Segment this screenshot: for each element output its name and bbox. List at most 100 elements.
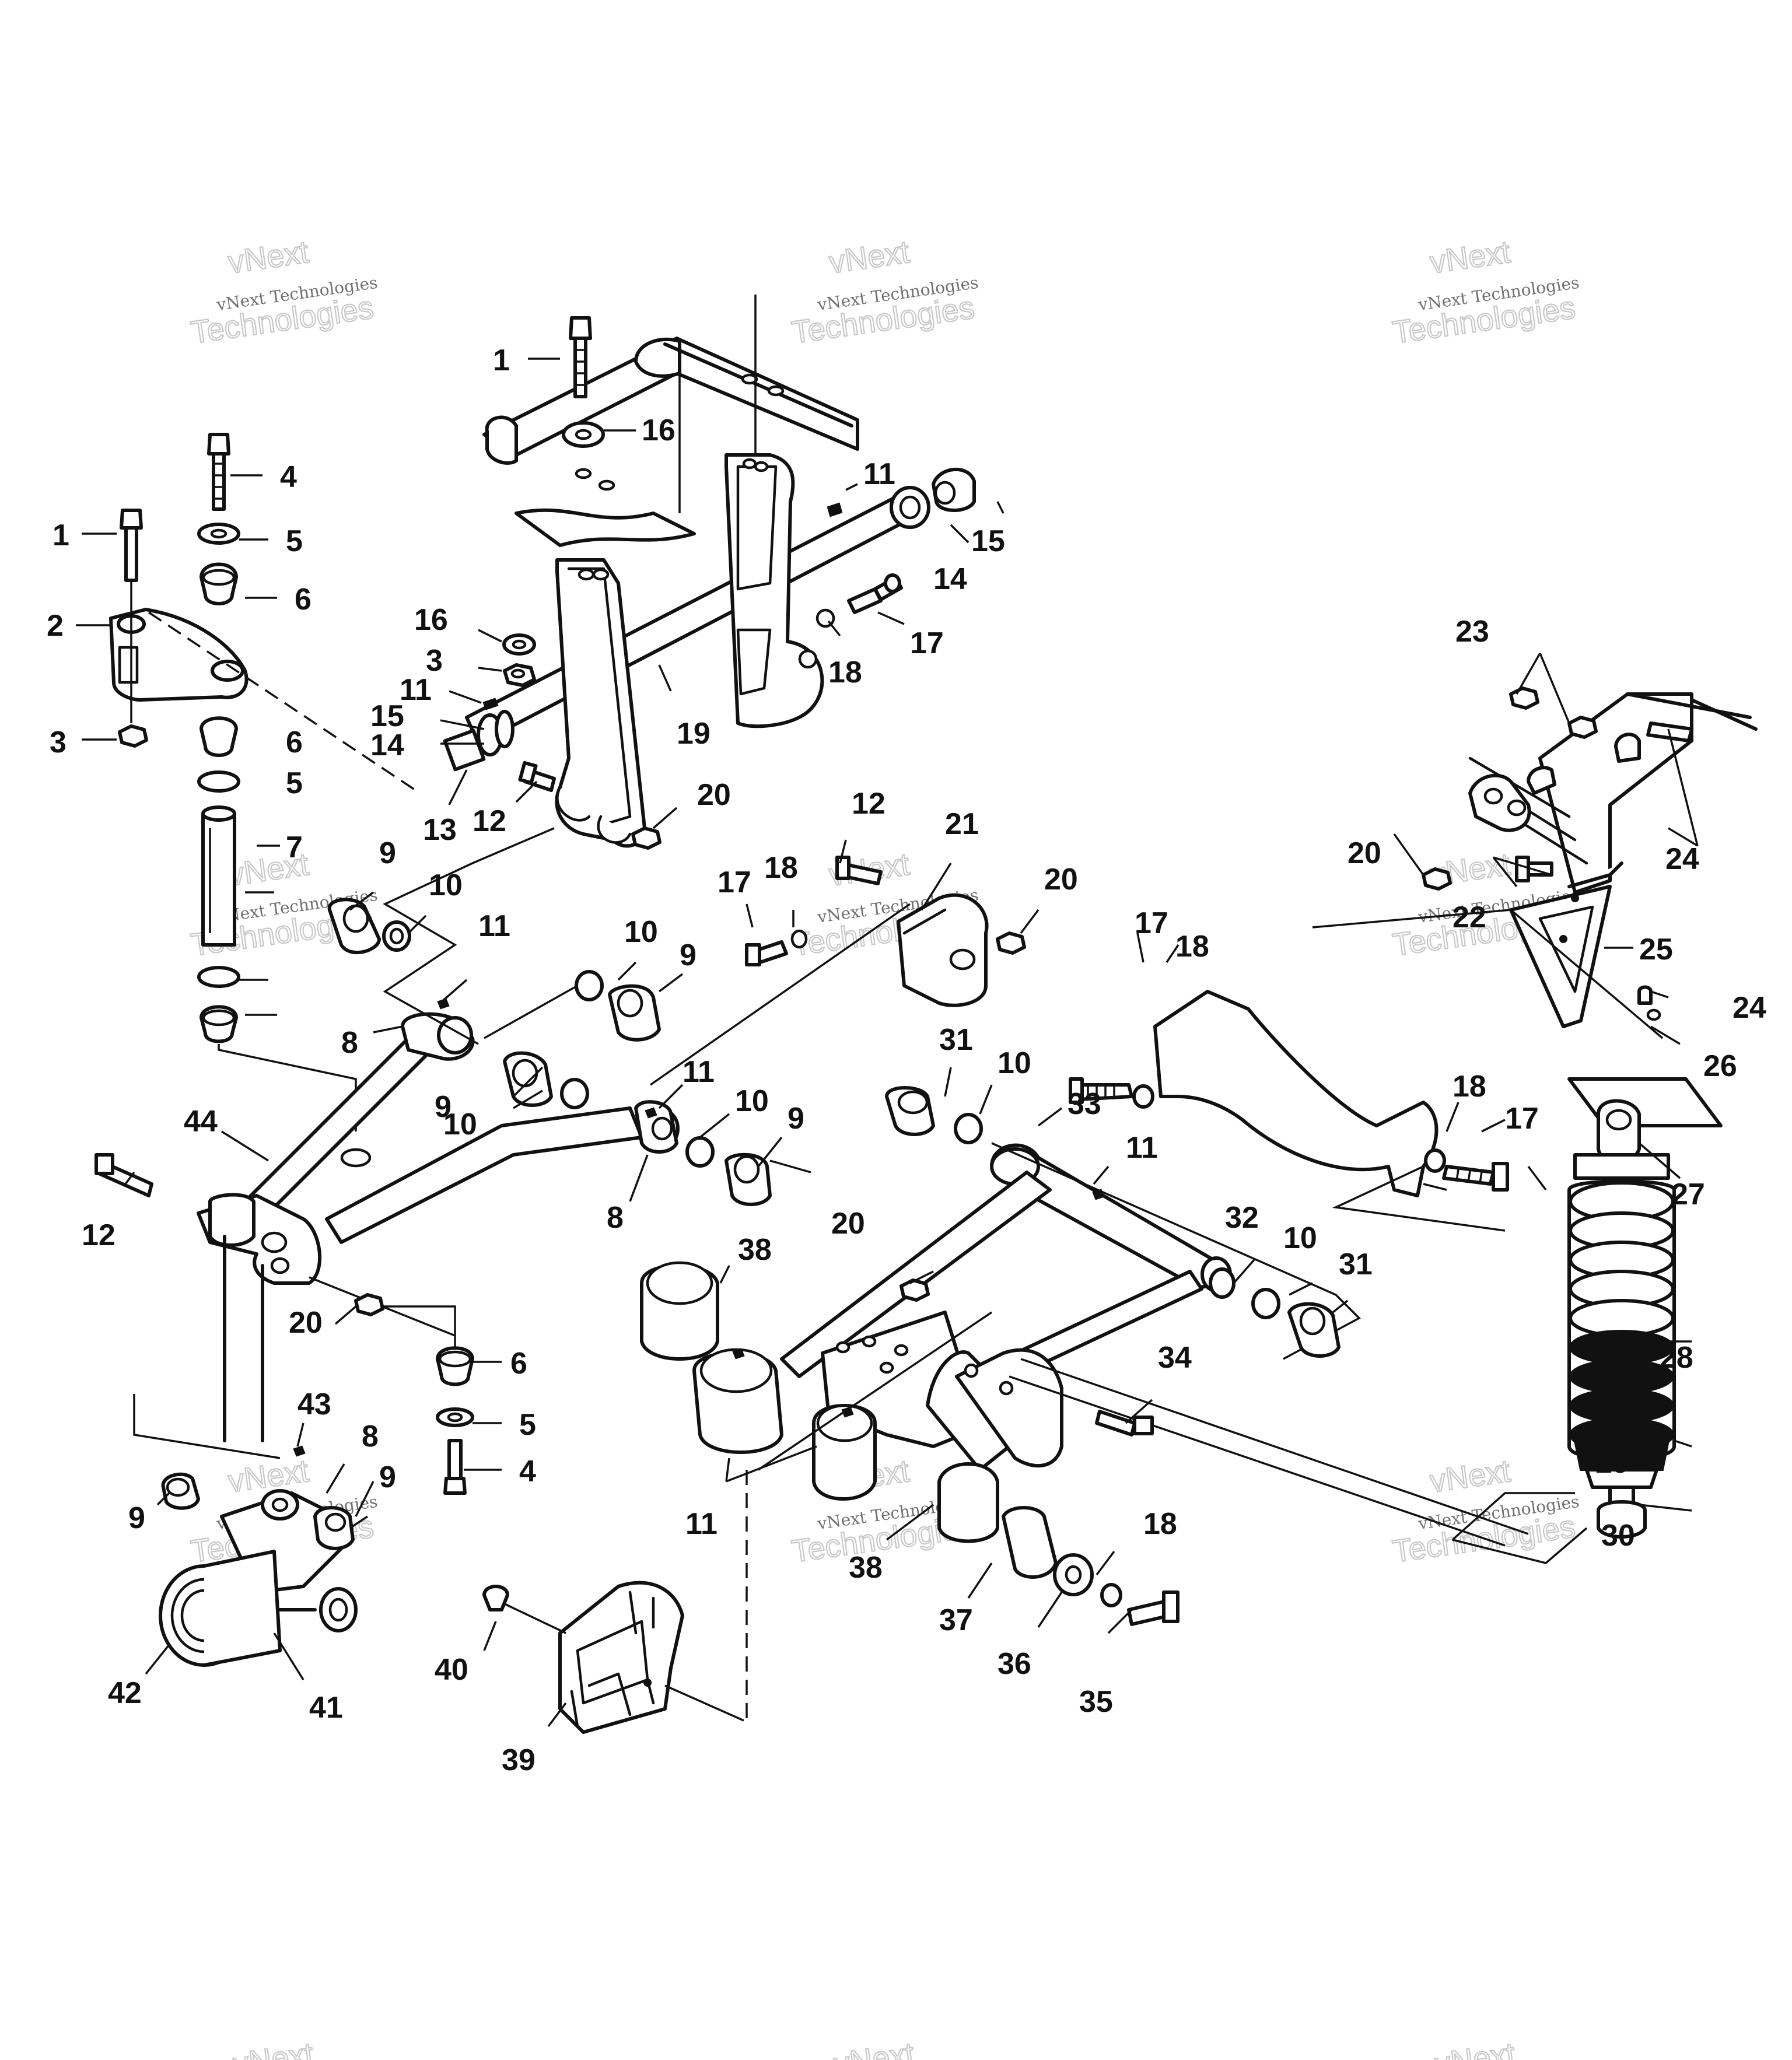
callout-label: 18 bbox=[828, 656, 862, 689]
callout-label: 26 bbox=[1703, 1049, 1737, 1083]
hardware-top bbox=[482, 316, 976, 850]
callout-label: 10 bbox=[735, 1084, 769, 1118]
callout-label: 6 bbox=[295, 583, 312, 616]
callout-label: 21 bbox=[945, 807, 979, 841]
lower-left-stack bbox=[436, 1346, 474, 1495]
callout-label: 20 bbox=[289, 1306, 323, 1340]
frame-crossmember bbox=[482, 295, 859, 547]
callout-label: 11 bbox=[1126, 1131, 1158, 1165]
callout-label: 41 bbox=[309, 1691, 343, 1725]
callout-label: 10 bbox=[998, 1046, 1031, 1080]
callout-label: 8 bbox=[341, 1026, 358, 1060]
callout-label: 10 bbox=[443, 1108, 477, 1141]
callout-label: 17 bbox=[1135, 906, 1168, 940]
callout-label: 4 bbox=[280, 460, 297, 494]
callout-label: 12 bbox=[82, 1218, 116, 1252]
callout-label: 33 bbox=[1068, 1087, 1101, 1121]
callout-label: 9 bbox=[788, 1102, 804, 1136]
callout-label: 11 bbox=[682, 1055, 715, 1089]
callout-label: 18 bbox=[764, 851, 798, 885]
bracket-25 bbox=[1312, 856, 1664, 1039]
callout-label: 1 bbox=[52, 518, 69, 552]
callout-label: 17 bbox=[718, 866, 751, 899]
callout-label: 22 bbox=[1452, 901, 1486, 934]
callout-label: 15 bbox=[370, 699, 404, 733]
bracket-19-left bbox=[555, 558, 646, 848]
callout-label: 18 bbox=[1143, 1507, 1177, 1541]
callout-label: 42 bbox=[108, 1676, 142, 1710]
callout-label: 11 bbox=[478, 909, 510, 943]
watermark-large-line-1: vNext bbox=[1428, 234, 1513, 281]
callout-label: 1 bbox=[493, 344, 510, 377]
callout-label: 18 bbox=[1175, 930, 1209, 964]
callout-label: 39 bbox=[502, 1743, 536, 1777]
callout-label: 28 bbox=[1660, 1341, 1693, 1375]
callout-label: 25 bbox=[1639, 933, 1673, 966]
watermark-large-line-1: vNext bbox=[832, 2036, 916, 2060]
callout-label: 6 bbox=[510, 1347, 527, 1381]
callout-label: 9 bbox=[379, 1460, 396, 1494]
callout-label: 12 bbox=[473, 804, 506, 838]
callout-label: 11 bbox=[685, 1507, 718, 1541]
callout-label: 9 bbox=[680, 938, 696, 972]
callout-label: 8 bbox=[607, 1201, 624, 1235]
callout-label: 9 bbox=[379, 836, 396, 870]
upper-arm-hardware bbox=[327, 827, 911, 1206]
callout-label: 35 bbox=[1079, 1685, 1113, 1719]
callout-label: 40 bbox=[435, 1653, 468, 1687]
callout-label: 29 bbox=[1595, 1446, 1629, 1480]
callout-label: 24 bbox=[1732, 991, 1766, 1025]
watermark-large-line-1: vNext bbox=[1433, 2036, 1517, 2060]
callout-label: 27 bbox=[1671, 1178, 1705, 1211]
callout-label: 20 bbox=[1348, 836, 1381, 870]
callout-label: 17 bbox=[910, 626, 944, 660]
callout-label: 10 bbox=[1283, 1221, 1317, 1255]
callout-label: 3 bbox=[426, 644, 443, 678]
callout-label: 20 bbox=[697, 778, 731, 812]
callout-label: 24 bbox=[1665, 842, 1699, 876]
callout-label: 38 bbox=[738, 1233, 772, 1267]
callout-label: 5 bbox=[286, 766, 303, 800]
callout-label: 32 bbox=[1225, 1201, 1259, 1235]
watermark-large-line-1: vNext bbox=[827, 234, 912, 281]
callout-label: 11 bbox=[863, 457, 895, 491]
callout-label: 14 bbox=[370, 728, 404, 762]
callout-label: 30 bbox=[1601, 1519, 1635, 1553]
callout-label: 18 bbox=[1452, 1070, 1486, 1103]
upper-a-arm bbox=[243, 998, 680, 1244]
callout-label: 43 bbox=[298, 1388, 331, 1421]
callout-label: 3 bbox=[50, 726, 66, 759]
callout-labels: 1 16 4 5 1 6 2 3 11 15 14 16 3 11 15 14 … bbox=[47, 344, 1766, 1777]
callout-label: 34 bbox=[1158, 1341, 1192, 1375]
callout-label: 23 bbox=[1455, 615, 1489, 649]
callout-leaders bbox=[76, 358, 1699, 1728]
lower-arm-bushings bbox=[640, 1086, 1340, 1726]
callout-label: 20 bbox=[1044, 863, 1078, 896]
callout-label: 9 bbox=[435, 1090, 452, 1124]
watermark-large-line-1: vNext bbox=[1428, 1453, 1513, 1500]
callout-label: 38 bbox=[849, 1551, 883, 1585]
callout-label: 5 bbox=[519, 1408, 536, 1442]
callout-label: 9 bbox=[128, 1501, 145, 1535]
callout-label: 10 bbox=[624, 915, 658, 949]
mounting-plate bbox=[1069, 990, 1509, 1232]
callout-label: 16 bbox=[642, 414, 676, 447]
callout-label: 4 bbox=[519, 1455, 536, 1488]
callout-label: 19 bbox=[677, 717, 710, 751]
callout-label: 11 bbox=[400, 673, 432, 707]
skid-plate-39 bbox=[482, 1581, 744, 1734]
callout-label: 15 bbox=[971, 524, 1005, 558]
bracket-21 bbox=[745, 856, 1026, 1007]
callout-label: 5 bbox=[286, 524, 303, 558]
watermark-large-line-1: vNext bbox=[231, 2036, 316, 2060]
left-stack bbox=[109, 433, 421, 1131]
callout-label: 2 bbox=[47, 609, 64, 643]
callout-label: 12 bbox=[852, 787, 886, 821]
callout-label: 7 bbox=[286, 831, 303, 864]
callout-label: 36 bbox=[998, 1647, 1031, 1681]
callout-label: 14 bbox=[933, 562, 967, 596]
shock-tower bbox=[1422, 686, 1758, 894]
callout-label: 8 bbox=[362, 1420, 379, 1453]
callout-label: 31 bbox=[1339, 1248, 1373, 1281]
